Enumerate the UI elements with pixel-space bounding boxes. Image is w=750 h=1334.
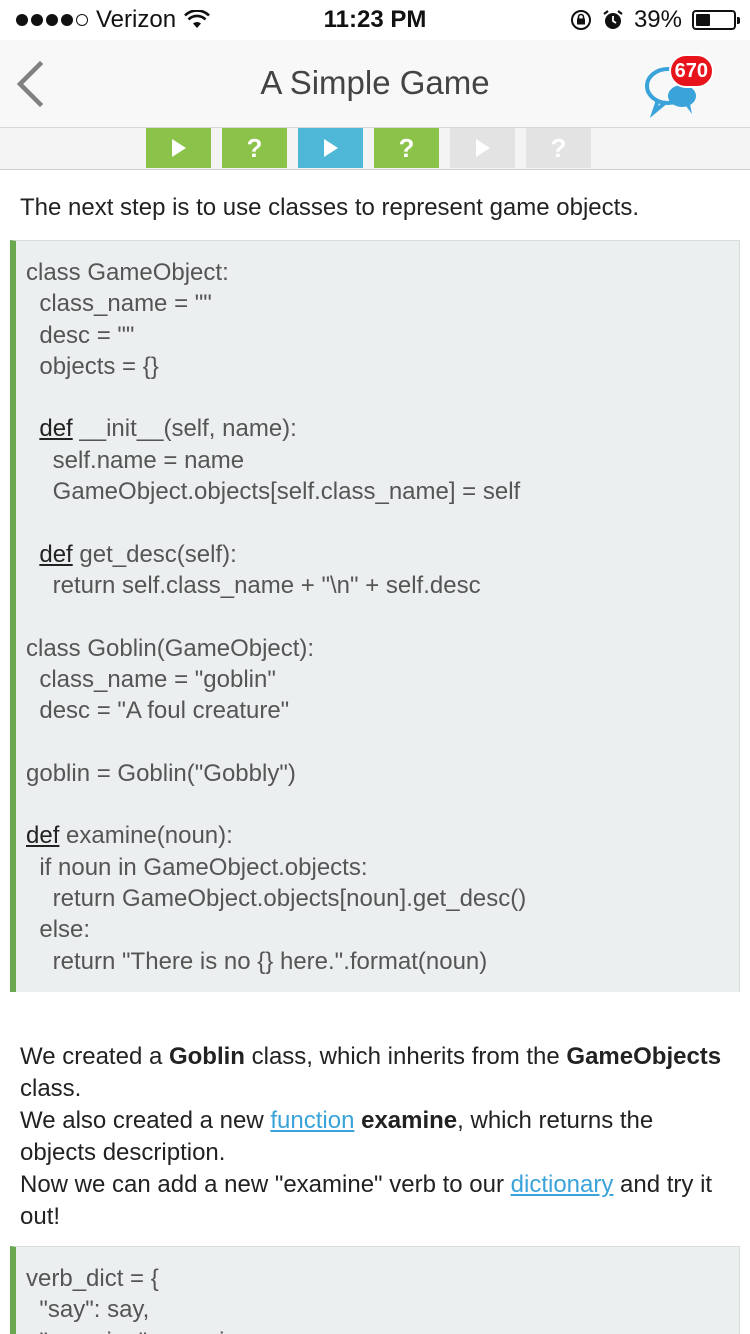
question-icon: ? [398,132,415,163]
code-line: return "There is no {} here.".format(nou… [52,947,488,975]
code-line: else: [39,916,91,944]
class-name-gameobjects: GameObjects [566,1043,722,1070]
code-line: verb_dict = { [26,1265,159,1292]
code-line [26,726,739,757]
status-time: 11:23 PM [323,6,427,33]
status-right: 39% [570,6,740,34]
code-line: def examine(noun): [26,822,233,850]
code-line: objects = {} [39,352,159,380]
progress-tab-5[interactable] [450,128,515,168]
battery-percent: 39% [633,6,682,33]
code-line [26,507,739,538]
function-name-examine: examine [361,1107,458,1134]
class-name-goblin: Goblin [168,1043,245,1070]
question-icon: ? [246,132,263,163]
back-button[interactable] [12,58,52,110]
wifi-icon [184,10,210,28]
code-line: if noun in GameObject.objects: [39,853,368,881]
lesson-progress-bar: ??? [0,128,750,170]
battery-icon [692,10,740,30]
code-line: desc = "" [39,321,135,349]
alarm-icon [603,10,623,29]
progress-tab-2[interactable]: ? [222,128,287,168]
intro-paragraph: The next step is to use classes to repre… [20,194,639,221]
code-line: class_name = "goblin" [39,665,276,693]
code-line: "examine": examine, [26,1326,739,1334]
code-line [26,789,739,820]
code-line [26,382,739,413]
code-line [26,601,739,632]
status-left: Verizon [16,6,210,34]
code-line: "say": say, [39,1296,150,1324]
keyword-def[interactable]: def [26,822,60,850]
play-icon [171,139,186,157]
code-line: def get_desc(self): [39,540,237,568]
code-line: return GameObject.objects[noun].get_desc… [52,884,527,912]
progress-tabs: ??? [146,128,591,168]
keyword-def[interactable]: def [39,540,73,568]
code-block: class GameObject: class_name = "" desc =… [10,240,740,992]
code-line: return self.class_name + "\n" + self.des… [52,571,481,599]
function-link[interactable]: function [270,1107,355,1134]
status-bar: Verizon 11:23 PM 39% [0,0,750,40]
code-line: goblin = Goblin("Gobbly") [26,759,296,787]
comments-button[interactable]: 670 [638,54,714,120]
chevron-left-icon [16,60,44,108]
progress-tab-6[interactable]: ? [526,128,591,168]
code-line: desc = "A foul creature" [39,697,290,725]
progress-tab-3[interactable] [298,128,363,168]
notification-badge: 670 [668,54,714,88]
carrier-label: Verizon [96,6,177,33]
progress-tab-1[interactable] [146,128,211,168]
play-icon [475,139,490,157]
play-icon [323,139,338,157]
dictionary-link[interactable]: dictionary [510,1171,614,1198]
code-line: self.name = name [52,446,245,474]
navigation-bar: A Simple Game 670 [0,40,750,128]
code-line: GameObject.objects[self.class_name] = se… [52,478,521,506]
code-line: def __init__(self, name): [39,415,297,443]
page-title: A Simple Game [260,64,490,101]
code-line: class Goblin(GameObject): [26,634,315,662]
question-icon: ? [550,132,567,163]
code-line: class GameObject: [26,259,229,286]
battery-level [696,14,711,26]
rotation-lock-icon [570,10,591,30]
signal-strength-icon [16,14,88,26]
code-line: class_name = "" [39,290,212,318]
keyword-def[interactable]: def [39,415,73,443]
code-block-verb-dict: verb_dict = { "say": say, "examine": exa… [10,1246,740,1334]
progress-tab-4[interactable]: ? [374,128,439,168]
explanation-paragraph: We created a Goblin class, which inherit… [20,1043,722,1230]
